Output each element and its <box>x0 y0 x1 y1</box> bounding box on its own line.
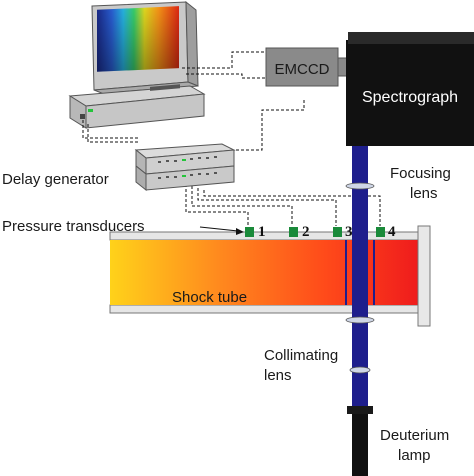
focusing-lens-label-line1: Focusing <box>390 165 451 182</box>
spectrograph-label: Spectrograph <box>362 89 458 106</box>
transducer-1-label: 1 <box>258 224 266 240</box>
pressure-transducers: 1 2 3 4 <box>245 224 396 240</box>
signal-cables <box>82 51 381 226</box>
delay-generator <box>134 143 236 192</box>
transducer-3: 3 <box>333 224 353 240</box>
computer <box>68 0 206 129</box>
delay-generator-label: Delay generator <box>2 171 109 188</box>
deuterium-lamp-label-line1: Deuterium <box>380 427 449 444</box>
emccd-camera: EMCCD <box>265 47 349 87</box>
computer-monitor <box>91 0 199 95</box>
shock-tube-label: Shock tube <box>172 289 247 306</box>
spectrograph: Spectrograph <box>346 32 474 146</box>
transducer-2: 2 <box>289 224 310 240</box>
power-led <box>88 109 93 112</box>
deuterium-lamp-label-line2: lamp <box>398 447 431 464</box>
transducer-3-label: 3 <box>345 224 353 240</box>
collimating-lens-label-line2: lens <box>264 367 292 384</box>
focusing-lens-label-line2: lens <box>410 185 438 202</box>
deuterium-lamp <box>347 406 373 476</box>
transducer-4: 4 <box>376 224 396 240</box>
collimating-lens-label-line1: Collimating <box>264 347 338 364</box>
tube-window <box>349 366 371 374</box>
collimating-lens <box>345 316 375 324</box>
transducer-4-label: 4 <box>388 224 396 240</box>
computer-case <box>68 84 206 129</box>
transducer-2-label: 2 <box>302 224 310 240</box>
focusing-lens <box>345 182 375 190</box>
pressure-transducers-label: Pressure transducers <box>2 218 145 235</box>
shock-tube: Shock tube <box>109 225 431 327</box>
transducer-1: 1 <box>245 224 266 240</box>
transducer-pointer-arrow <box>199 226 244 235</box>
emccd-label: EMCCD <box>275 61 330 78</box>
optical-beam <box>345 146 375 410</box>
